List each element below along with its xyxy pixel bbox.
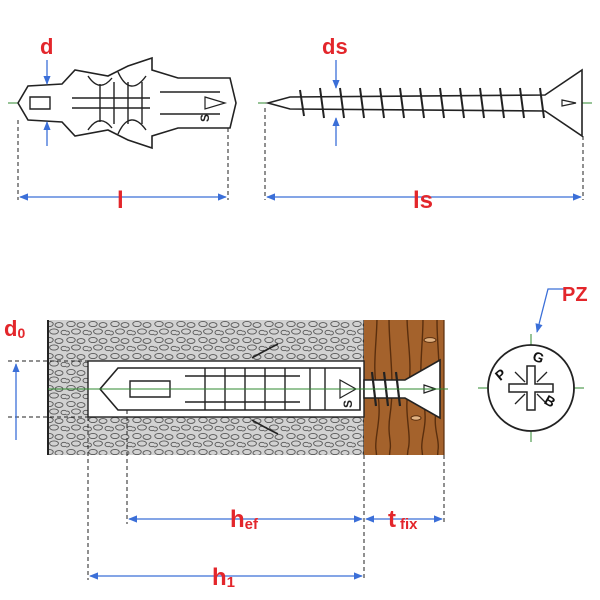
pz-drive: P G B PZ (478, 284, 588, 442)
dim-h1: h1 (87, 417, 363, 591)
dowel-installed-mark: S (341, 400, 355, 408)
label-d: d (40, 34, 53, 59)
dim-d0: d0 (4, 316, 88, 440)
label-ls: ls (413, 187, 433, 214)
screw-body (264, 68, 583, 138)
dim-ls: ls (264, 108, 584, 214)
label-ds: ds (322, 34, 348, 59)
label-hef: hef (230, 506, 259, 533)
label-d0: d0 (4, 316, 25, 341)
dowel-top: S (8, 56, 237, 150)
dowel-body (17, 56, 237, 150)
dowel-mark: S (198, 114, 212, 122)
label-l: l (117, 187, 124, 214)
screw-top (258, 68, 592, 138)
pz-cross (508, 365, 554, 411)
dim-hef: hef (126, 410, 365, 580)
dim-d: d (40, 34, 53, 146)
label-h1: h1 (212, 564, 235, 591)
pz-leader (535, 288, 566, 333)
dim-ds: ds (322, 34, 348, 146)
dim-l: l (17, 120, 229, 214)
label-pz: PZ (562, 284, 588, 306)
pz-letter-g: G (531, 348, 547, 367)
